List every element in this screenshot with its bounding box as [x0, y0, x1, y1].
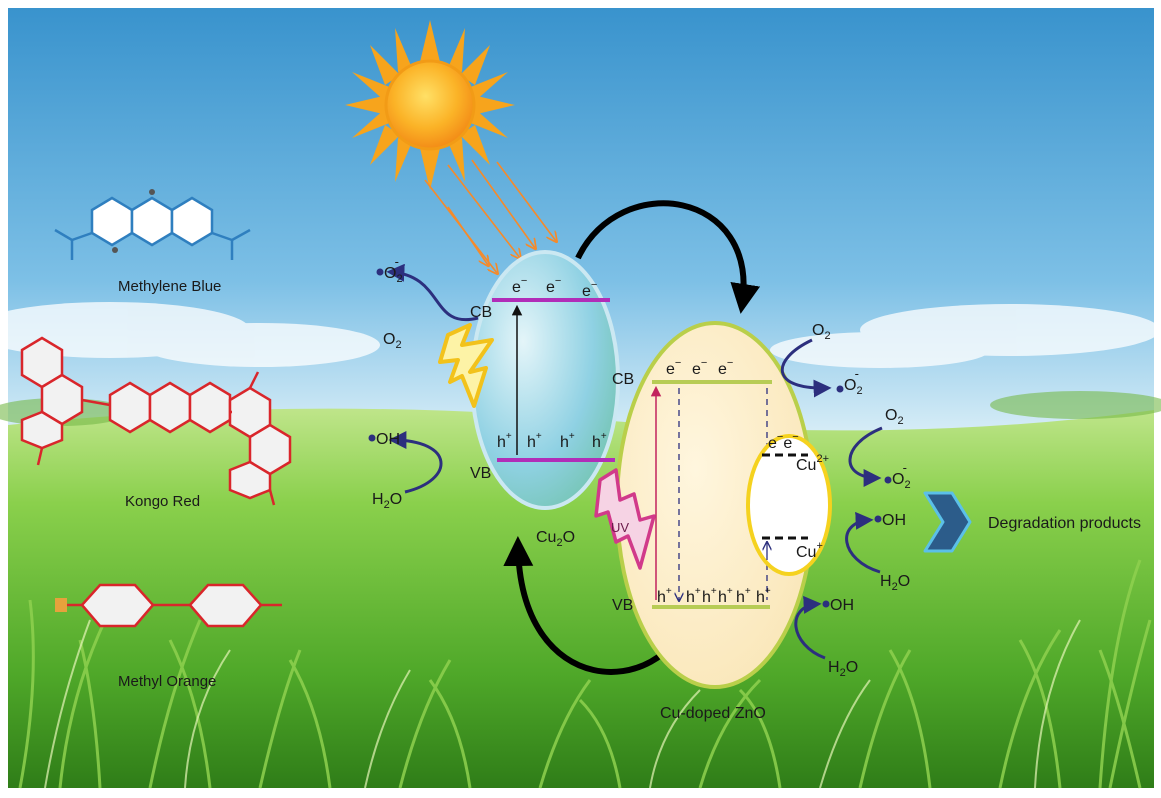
svg-text:h+: h+ — [756, 586, 771, 606]
svg-text:h+: h+ — [497, 431, 512, 451]
superoxide-dot-right-1 — [836, 385, 844, 393]
zno-water-oxidation-arrow — [794, 595, 826, 660]
o2-label-right-1: O2 — [812, 322, 831, 342]
methyl-orange-sulfonate — [55, 598, 67, 612]
svg-text:h+: h+ — [527, 431, 542, 451]
kongo-red-label: Kongo Red — [125, 493, 200, 510]
degradation-products-label: Degradation products — [988, 515, 1141, 532]
zno-electrons: e− e− e− — [666, 357, 733, 378]
cu2o-vb-label: VB — [470, 465, 491, 482]
methyl-orange-label: Methyl Orange — [118, 673, 216, 690]
cu2o-o2-reduction-arrow — [386, 263, 479, 322]
cu-region-electrons: e−e− — [768, 431, 799, 452]
svg-text:e−: e− — [582, 279, 597, 300]
cu2o-water-oxidation-arrow — [388, 431, 443, 494]
sunlight-rays — [424, 159, 556, 273]
electron-transfer-arrow — [575, 200, 761, 314]
methyl-orange-structure — [60, 583, 282, 628]
superoxide-label-left: O2- — [384, 254, 403, 285]
zno-cb-label: CB — [612, 371, 634, 388]
hydroxyl-dot-left — [368, 434, 376, 442]
zno-holes: h+ h+ h+ h+ h+ h+ — [657, 586, 771, 606]
methylene-blue-heteroatoms — [112, 189, 155, 253]
cu-label: Cu+ — [796, 540, 823, 561]
methylene-blue-structure — [54, 196, 251, 260]
cu2o-electrons: e− e− e− — [512, 275, 597, 300]
oh-label-left: OH — [376, 431, 400, 448]
svg-text:e−: e− — [512, 275, 527, 296]
hydroxyl-dot-right-1 — [874, 515, 882, 523]
cu-water-oxidation-arrow — [845, 511, 881, 574]
superoxide-label-right-2: O2- — [892, 460, 911, 491]
kongo-red-structure — [20, 336, 292, 506]
svg-text:e−: e− — [718, 357, 733, 378]
h2o-label-right-1: H2O — [880, 573, 910, 593]
zno-o2-reduction-arrow — [781, 338, 832, 398]
svg-text:h+: h+ — [560, 431, 575, 451]
h2o-label-left: H2O — [372, 491, 402, 511]
oh-label-right-1: OH — [882, 512, 906, 529]
superoxide-dot-right-2 — [884, 476, 892, 484]
svg-text:e−: e− — [692, 357, 707, 378]
cu-o2-reduction-arrow — [848, 426, 883, 487]
svg-text:h+: h+ — [657, 586, 672, 606]
o2-label-left: O2 — [383, 331, 402, 351]
svg-text:h+: h+ — [718, 586, 733, 606]
superoxide-label-right-1: O2- — [844, 366, 863, 397]
cu2o-cb-label: CB — [470, 304, 492, 321]
h2o-label-right-2: H2O — [828, 659, 858, 679]
cu2o-holes: h+ h+ h+ h+ — [497, 431, 607, 451]
grass-blades-light — [44, 619, 1081, 789]
cu2o-label: Cu2O — [536, 529, 575, 549]
oh-label-right-2: OH — [830, 597, 854, 614]
cu2-label: Cu2+ — [796, 453, 829, 474]
chevron-right-icon — [923, 491, 972, 553]
visible-light-bolt-icon — [438, 323, 494, 408]
svg-text:e−: e− — [546, 275, 561, 296]
svg-text:e−: e− — [666, 357, 681, 378]
uv-label: UV — [611, 520, 629, 535]
svg-text:h+: h+ — [736, 586, 751, 606]
clouds — [0, 302, 1160, 368]
grass-field — [8, 408, 1154, 788]
svg-text:h+: h+ — [702, 586, 717, 606]
zno-label: Cu-doped ZnO — [660, 705, 766, 722]
uv-light-bolt-icon — [594, 468, 656, 570]
methylene-blue-label: Methylene Blue — [118, 278, 221, 295]
sun-icon — [345, 20, 515, 190]
svg-text:h+: h+ — [686, 586, 701, 606]
superoxide-dot — [376, 268, 384, 276]
o2-label-right-2: O2 — [885, 407, 904, 427]
svg-text:h+: h+ — [592, 431, 607, 451]
zno-vb-label: VB — [612, 597, 633, 614]
hydroxyl-dot-right-2 — [822, 600, 830, 608]
grass-blades — [18, 559, 1152, 789]
